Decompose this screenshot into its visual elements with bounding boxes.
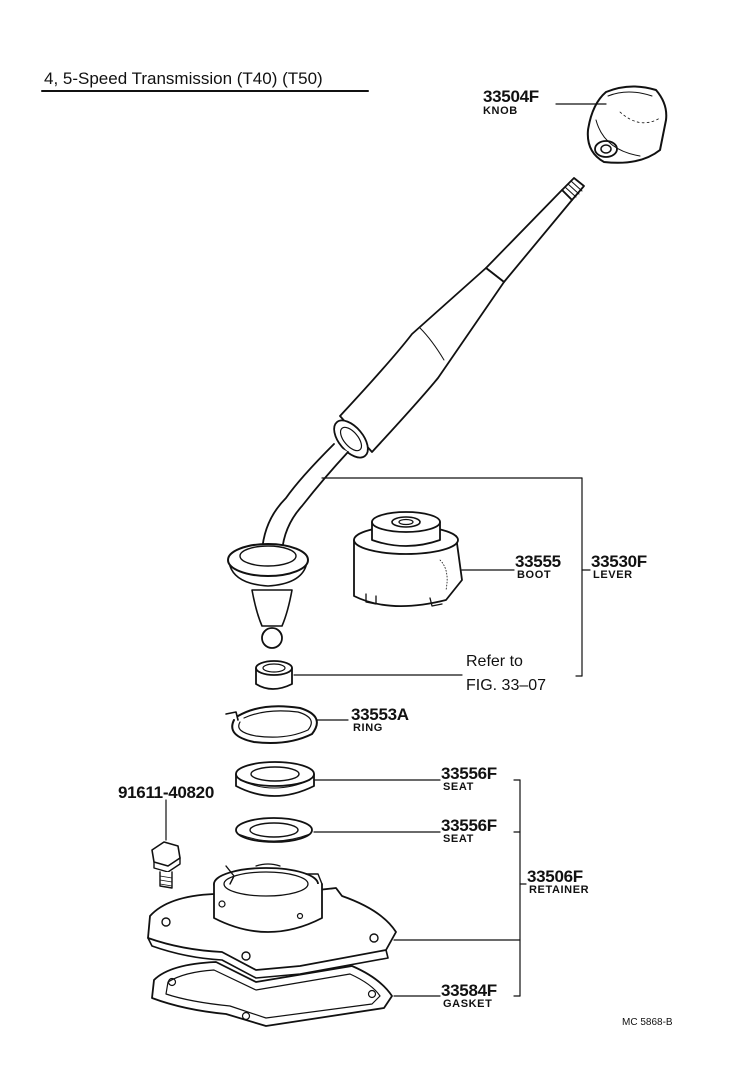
- leader-lines: [165, 103, 607, 997]
- bolt-part-number: 91611-40820: [118, 783, 214, 802]
- lever-part: [227, 177, 585, 649]
- gasket-part-name: GASKET: [443, 998, 493, 1010]
- retainer-part-name: RETAINER: [529, 884, 590, 896]
- seat-upper-part: [235, 761, 315, 797]
- seat-upper-part-number: 33556F: [441, 764, 497, 783]
- bolt-part: [151, 841, 181, 889]
- seat-lower-part-number: 33556F: [441, 816, 497, 835]
- retainer-part-number: 33506F: [527, 867, 583, 886]
- page-title: 4, 5-Speed Transmission (T40) (T50): [44, 69, 323, 88]
- boot-part-name: BOOT: [517, 569, 552, 581]
- boot-part: [353, 511, 463, 607]
- knob-part: [586, 85, 668, 164]
- seat-lower-part: [235, 817, 313, 843]
- lever-part-number: 33530F: [591, 552, 647, 571]
- ring-part: [225, 705, 318, 744]
- ring-part-name: RING: [353, 722, 383, 734]
- gasket-part: [151, 961, 393, 1027]
- knob-part-number: 33504F: [483, 87, 539, 106]
- gasket-part-number: 33584F: [441, 981, 497, 1000]
- boot-part-number: 33555: [515, 552, 561, 571]
- retainer-part: [147, 863, 397, 979]
- knob-part-name: KNOB: [483, 105, 518, 117]
- refer-label: Refer to: [466, 653, 523, 670]
- refer-figure: FIG. 33–07: [466, 677, 547, 694]
- bushing-part: [255, 660, 293, 690]
- drawing-code: MC 5868-B: [622, 1017, 673, 1028]
- lever-part-name: LEVER: [593, 569, 633, 581]
- seat-upper-part-name: SEAT: [443, 781, 474, 793]
- ring-part-number: 33553A: [351, 705, 409, 724]
- seat-lower-part-name: SEAT: [443, 833, 474, 845]
